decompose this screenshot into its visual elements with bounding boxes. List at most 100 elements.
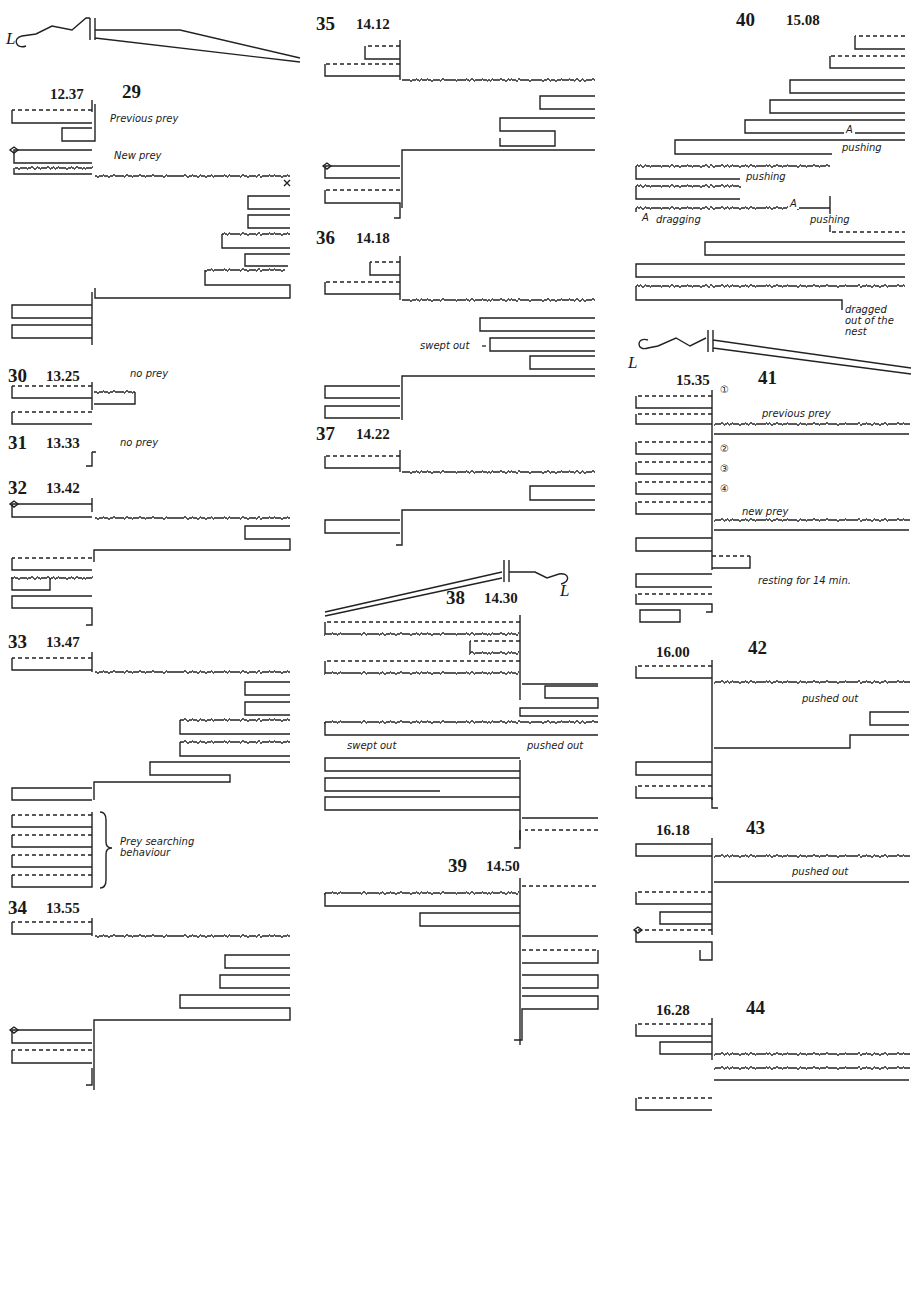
trace-line [12,834,92,835]
trace-line [12,874,92,875]
trace-line [324,622,325,634]
annotation: dragged out of the nest [843,304,907,337]
annotation: A [788,198,799,209]
trace-line [636,1023,712,1024]
trace-line [180,742,290,756]
trial-42 [636,660,909,808]
trace-line [640,610,680,622]
trace-line [325,282,400,294]
trace-line [323,163,331,169]
trace-line [12,657,92,658]
trace-line [830,55,905,56]
trial-number: 36 [316,228,335,249]
trial-number: 38 [446,588,465,609]
trace-line [636,929,712,930]
time-stamp: 14.12 [356,16,390,33]
trace-line [636,593,712,594]
trace-line [95,671,290,672]
trial-37 [325,450,595,545]
trace-line [94,391,135,392]
trial-number: 42 [748,638,767,659]
trace-line [636,196,830,232]
trace-line [712,555,750,556]
trace-line [12,1050,92,1063]
trial-number: 29 [122,82,141,103]
trace-line [91,498,92,512]
trace-line [325,520,400,533]
annotation: pushed out [800,693,860,704]
annotation: pushed out [525,740,585,751]
annotation: previous prey [760,408,833,419]
trace-line [482,345,488,346]
trace-line [91,652,92,672]
trace-line [636,762,712,775]
trace-line [636,442,712,454]
time-stamp: 12.37 [50,86,84,103]
trace-line [12,815,92,827]
trace-line [12,411,92,412]
trace-line [90,18,300,62]
trace-line [86,1068,92,1085]
trace-line [714,1079,909,1080]
annotation: swept out [345,740,398,751]
trace-line [325,281,400,282]
trace-line [95,270,290,298]
trace-line [636,930,712,960]
trial-number: 39 [448,856,467,877]
annotation: swept out [418,340,471,351]
annotation: Previous prey [108,113,180,124]
trace-line [12,305,92,338]
trial-number: 37 [316,424,335,445]
trace-line [675,80,905,154]
trial-38 [325,615,598,848]
trace-line [636,242,905,277]
trace-line [402,299,595,300]
trace-line [325,456,400,468]
trace-line [636,395,712,396]
trace-line [636,186,740,199]
trial-41 [636,390,909,622]
trace-line [522,950,598,963]
trace-line [520,684,598,716]
trace-line [10,501,18,507]
trace-line [470,652,520,653]
trial-number: 43 [746,818,765,839]
trace-line [94,762,290,800]
trace-line [325,672,520,673]
trace-line [12,110,92,123]
trace-line [12,814,92,815]
trace-line [94,526,290,562]
nest-letter: L [6,30,15,49]
trace-line [636,285,905,286]
trace-line [12,557,92,558]
trial-40 [636,36,905,310]
annotation: no prey [118,437,160,448]
trace-line [95,517,290,518]
time-stamp: 13.25 [46,368,80,385]
trace-line [714,681,909,682]
trace-line [660,1042,712,1054]
trace-line [714,1067,909,1068]
trace-line [636,892,712,904]
trace-line [284,180,290,186]
trace-line [714,433,909,434]
trace-line [16,18,90,47]
time-stamp: 13.47 [46,634,80,651]
time-stamp: 16.00 [656,644,690,661]
trace-line [12,412,92,424]
trace-line [12,109,92,110]
trace-line [10,1027,18,1033]
trace-line [636,481,712,482]
trace-line [636,665,712,666]
trace-line [830,56,905,68]
trace-line [94,392,135,404]
trial-43 [634,838,909,960]
annotation: pushing [808,214,852,225]
trace-line [12,1049,92,1050]
time-stamp: 16.28 [656,1002,690,1019]
trace-line [636,414,712,424]
trace-line [636,1097,712,1098]
trace-line [12,812,92,887]
trace-line [636,501,712,502]
